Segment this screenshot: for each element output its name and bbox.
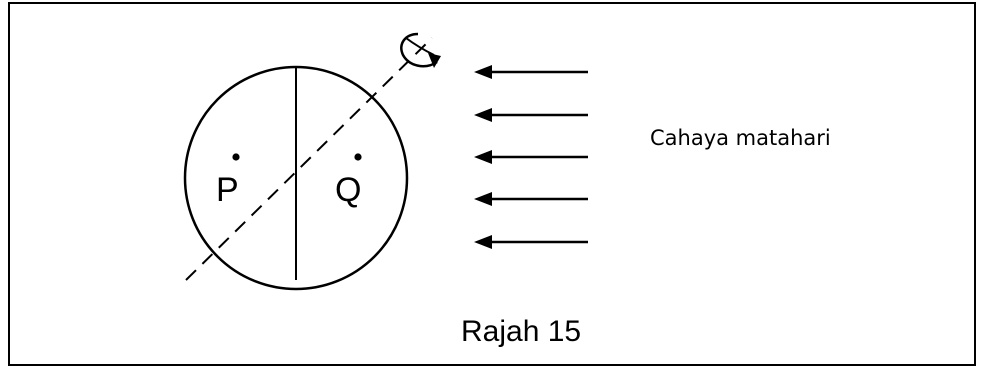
point-q-label: Q — [335, 171, 361, 209]
sunlight-arrow — [474, 108, 588, 122]
sunlight-arrow — [474, 235, 588, 249]
rotation-axis — [186, 38, 432, 280]
sunlight-arrows — [474, 65, 588, 249]
point-p-dot — [232, 153, 239, 160]
sunlight-arrow — [474, 65, 588, 79]
point-p-label: P — [216, 171, 239, 209]
sunlight-arrow — [474, 192, 588, 206]
sunlight-arrow — [474, 150, 588, 164]
sunlight-label: Cahaya matahari — [650, 126, 831, 150]
point-q-dot — [354, 153, 361, 160]
figure-caption: Rajah 15 — [461, 315, 581, 348]
